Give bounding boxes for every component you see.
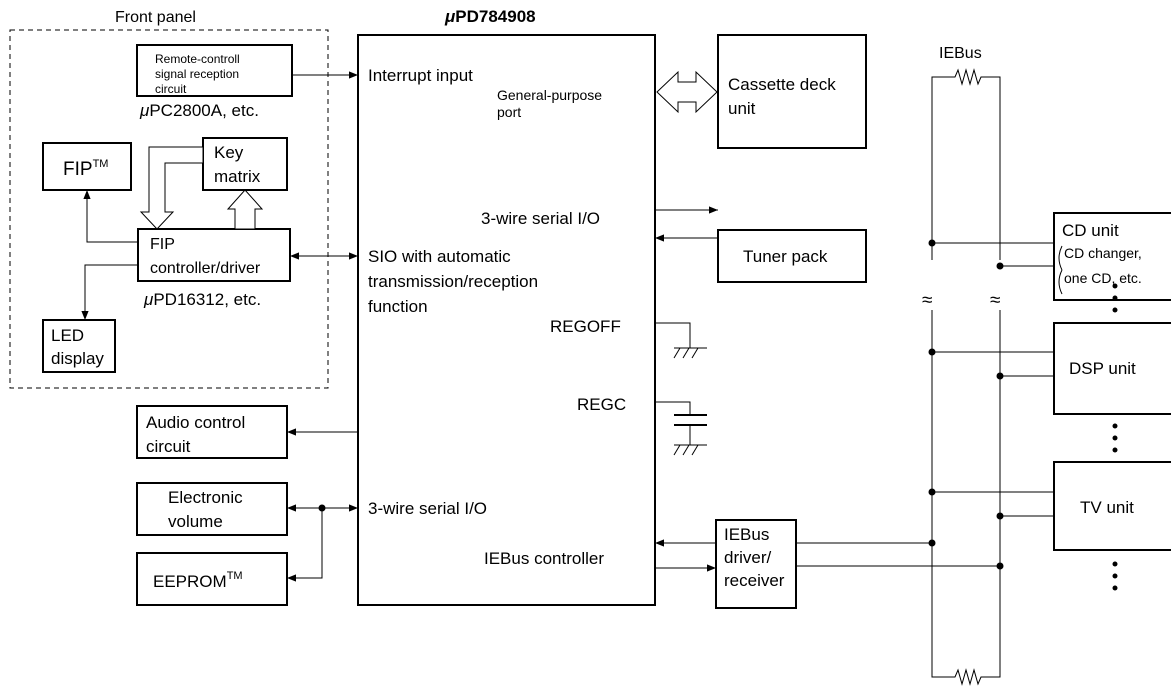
- mcu-title: μPD784908: [444, 7, 536, 26]
- iebus-bottom-resistor: [931, 310, 1001, 686]
- svg-text:driver/: driver/: [724, 548, 772, 567]
- svg-text:circuit: circuit: [155, 82, 187, 96]
- svg-text:FIPTM: FIPTM: [63, 158, 108, 180]
- bus-break-mark-right: ≈: [990, 290, 1000, 311]
- svg-text:EEPROMTM: EEPROMTM: [153, 570, 243, 591]
- front-panel-group: [9, 29, 329, 389]
- led-display-block: LED display: [42, 319, 116, 373]
- junction-dot: [996, 562, 1004, 570]
- fip-controller-part-label: μPD16312, etc.: [143, 290, 261, 309]
- audio-control-block: Audio control circuit: [136, 405, 288, 459]
- regc-label: REGC: [577, 395, 626, 414]
- remote-part-label: μPC2800A, etc.: [139, 101, 259, 120]
- svg-text:volume: volume: [168, 512, 223, 531]
- junction-dot: [928, 348, 936, 356]
- junction-dot: [928, 539, 936, 547]
- iebus-controller-label: IEBus controller: [484, 549, 604, 568]
- cassette-deck-block: Cassette deck unit: [717, 34, 867, 149]
- gp-port-label-1: General-purpose: [497, 87, 602, 103]
- serial-io-volume-label: 3-wire serial I/O: [368, 499, 487, 518]
- tuner-pack-block: Tuner pack: [717, 229, 867, 283]
- svg-text:IEBus: IEBus: [724, 525, 769, 544]
- link-mcu-eeprom: [287, 508, 323, 582]
- svg-text:receiver: receiver: [724, 571, 785, 590]
- eeprom-block: EEPROMTM: [136, 552, 288, 606]
- serial-io-tuner-label: 3-wire serial I/O: [481, 209, 600, 228]
- svg-text:CD unit: CD unit: [1062, 221, 1119, 240]
- junction-dot: [996, 262, 1004, 270]
- interrupt-input-label: Interrupt input: [368, 66, 473, 85]
- svg-text:Audio control: Audio control: [146, 413, 245, 432]
- regoff-label: REGOFF: [550, 317, 621, 336]
- svg-text:Cassette deck: Cassette deck: [728, 75, 836, 94]
- svg-text:one CD, etc.: one CD, etc.: [1064, 270, 1142, 286]
- sio-label-1: SIO with automatic: [368, 247, 511, 266]
- key-matrix-block: Key matrix: [202, 137, 288, 191]
- iebus-driver-block: IEBus driver/ receiver: [715, 519, 797, 609]
- link-fip-controller-fip: [83, 190, 138, 243]
- bus-break-mark-left: ≈: [922, 290, 932, 311]
- link-fip-controller-led: [81, 264, 138, 320]
- svg-text:Remote-controll: Remote-controll: [155, 52, 240, 66]
- svg-text:matrix: matrix: [214, 167, 261, 186]
- ellipsis-dots: [1112, 423, 1118, 453]
- tv-unit-block: TV unit: [1053, 461, 1171, 551]
- junction-dot: [928, 239, 936, 247]
- svg-text:CD changer,: CD changer,: [1064, 245, 1142, 261]
- svg-text:Tuner pack: Tuner pack: [743, 247, 828, 266]
- svg-text:DSP unit: DSP unit: [1069, 359, 1136, 378]
- regoff-ground-symbol: [655, 322, 707, 359]
- fip-block: FIPTM: [42, 142, 132, 191]
- svg-text:FIP: FIP: [150, 236, 175, 253]
- svg-text:Key: Key: [214, 143, 244, 162]
- iebus-top-resistor: [931, 68, 1001, 260]
- iebus-label: IEBus: [939, 45, 982, 62]
- mcu-block: [357, 34, 656, 606]
- junction-dot: [996, 372, 1004, 380]
- svg-text:display: display: [51, 349, 104, 368]
- junction-dot: [928, 488, 936, 496]
- regc-capacitor-symbol: [655, 401, 707, 456]
- cd-unit-block: CD unit CD changer, one CD, etc.: [1053, 212, 1171, 301]
- sio-label-3: function: [368, 297, 428, 316]
- junction-dot: [318, 504, 326, 512]
- junction-dot: [996, 512, 1004, 520]
- sio-label-2: transmission/reception: [368, 272, 538, 291]
- svg-text:signal reception: signal reception: [155, 67, 239, 81]
- svg-text:unit: unit: [728, 99, 756, 118]
- svg-text:circuit: circuit: [146, 437, 191, 456]
- dsp-unit-block: DSP unit: [1053, 322, 1171, 415]
- ellipsis-dots: [1112, 561, 1118, 591]
- svg-text:TV unit: TV unit: [1080, 498, 1134, 517]
- hollow-arrow-bidirectional: [656, 70, 718, 114]
- hollow-arrow-up: [226, 189, 264, 230]
- hollow-arrow-down: [139, 146, 204, 230]
- electronic-volume-block: Electronic volume: [136, 482, 288, 536]
- fip-controller-block: FIP controller/driver: [137, 228, 291, 282]
- svg-text:Electronic: Electronic: [168, 488, 243, 507]
- front-panel-label: Front panel: [115, 9, 196, 26]
- remote-reception-block: Remote-controll signal reception circuit: [136, 44, 293, 97]
- svg-text:controller/driver: controller/driver: [150, 260, 261, 277]
- gp-port-label-2: port: [497, 104, 521, 120]
- svg-text:LED: LED: [51, 326, 84, 345]
- ellipsis-dots: [1112, 283, 1118, 313]
